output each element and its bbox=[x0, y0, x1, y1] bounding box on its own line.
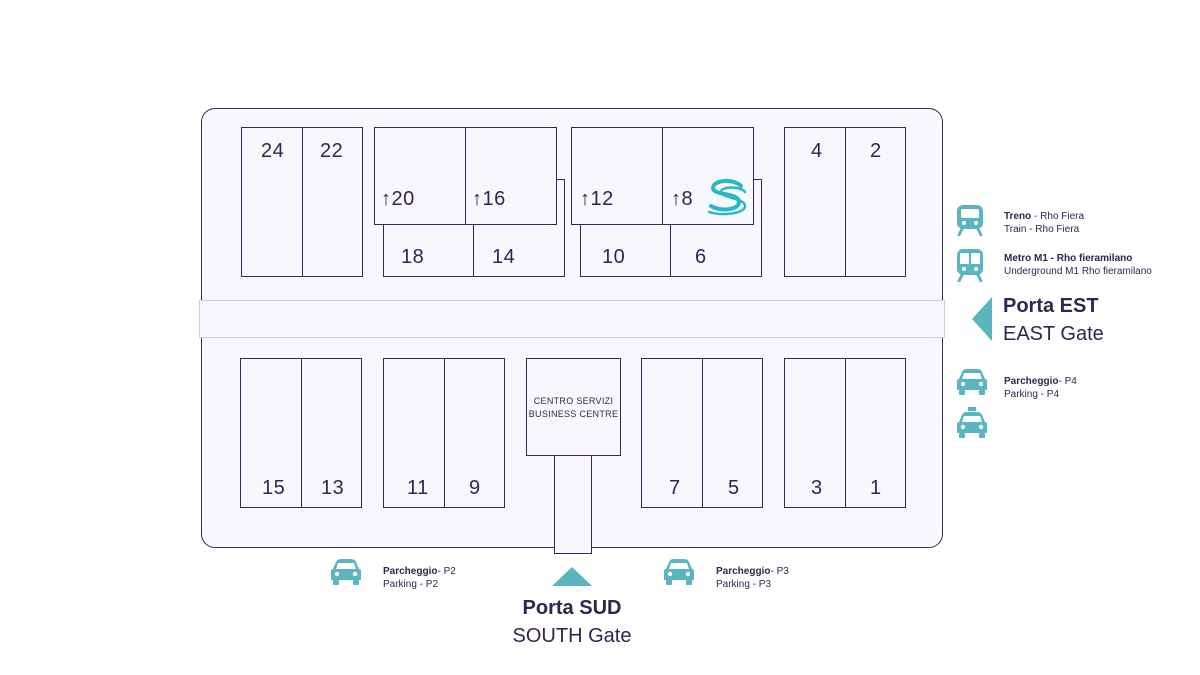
hall-11[interactable]: 11 bbox=[383, 358, 445, 508]
metro-title: Metro M1 - Rho fieramilano bbox=[1004, 253, 1133, 264]
parking-p4-title: Parcheggio bbox=[1004, 376, 1059, 387]
hall-12[interactable]: ↑12 bbox=[571, 127, 663, 225]
hall-14-label: 14 bbox=[492, 246, 516, 268]
hall-20[interactable]: ↑20 bbox=[374, 127, 466, 225]
hall-24[interactable]: 24 bbox=[241, 127, 303, 277]
hall-6-label: 6 bbox=[695, 246, 707, 268]
parking-p4-en: Parking - P4 bbox=[1004, 389, 1060, 400]
train-icon bbox=[957, 205, 983, 236]
business-centre-label-it: CENTRO SERVIZI bbox=[533, 396, 614, 406]
south-gate[interactable]: Porta SUD SOUTH Gate bbox=[472, 594, 672, 650]
hall-15-label: 15 bbox=[262, 477, 286, 499]
east-gate-en: EAST Gate bbox=[1003, 323, 1104, 345]
hall-9[interactable]: 9 bbox=[444, 358, 505, 508]
hall-2[interactable]: 2 bbox=[845, 127, 906, 277]
car-icon bbox=[957, 369, 987, 395]
hall-20-label: ↑20 bbox=[381, 188, 415, 210]
parking-p2-title: Parcheggio bbox=[383, 566, 438, 577]
hall-15[interactable]: 15 bbox=[240, 358, 302, 508]
hall-9-label: 9 bbox=[469, 477, 481, 499]
train-destination: - Rho Fiera bbox=[1031, 211, 1085, 222]
central-avenue bbox=[199, 300, 945, 338]
train-en: Train - Rho Fiera bbox=[1004, 224, 1080, 235]
hall-11-label: 11 bbox=[407, 477, 429, 499]
hall-13[interactable]: 13 bbox=[301, 358, 362, 508]
south-access-road bbox=[554, 455, 592, 554]
train-info: Treno - Rho Fiera Train - Rho Fiera bbox=[1004, 208, 1084, 236]
car-icon-p2 bbox=[331, 559, 361, 585]
car-icon-p3 bbox=[664, 559, 694, 585]
parking-p2-suffix: - P2 bbox=[437, 566, 456, 577]
parking-p3-title: Parcheggio bbox=[716, 566, 771, 577]
business-centre[interactable]: CENTRO SERVIZI BUSINESS CENTRE bbox=[526, 358, 621, 456]
east-gate[interactable]: Porta EST EAST Gate bbox=[1003, 292, 1104, 348]
hall-7[interactable]: 7 bbox=[641, 358, 703, 508]
parking-p3-en: Parking - P3 bbox=[716, 579, 772, 590]
hall-5[interactable]: 5 bbox=[702, 358, 763, 508]
hall-13-label: 13 bbox=[321, 477, 345, 499]
hall-1[interactable]: 1 bbox=[845, 358, 906, 508]
south-gate-en: SOUTH Gate bbox=[512, 625, 632, 647]
hall-16-label: ↑16 bbox=[472, 188, 506, 210]
metro-en: Underground M1 Rho fieramilano bbox=[1004, 266, 1152, 277]
train-title: Treno bbox=[1004, 211, 1032, 222]
metro-icon bbox=[957, 249, 983, 282]
parking-p4-info: Parcheggio- P4 Parking - P4 bbox=[1004, 373, 1077, 401]
hall-8[interactable]: ↑8 bbox=[662, 127, 754, 225]
hall-8-label: ↑8 bbox=[671, 188, 694, 210]
east-gate-it: Porta EST bbox=[1003, 295, 1099, 317]
arrow-up-icon[interactable] bbox=[552, 567, 592, 587]
hall-22-label: 22 bbox=[320, 140, 344, 162]
hall-2-label: 2 bbox=[870, 140, 882, 162]
hall-18-label: 18 bbox=[401, 246, 425, 268]
hall-10-label: 10 bbox=[602, 246, 626, 268]
parking-p2-en: Parking - P2 bbox=[383, 579, 439, 590]
hall-4[interactable]: 4 bbox=[784, 127, 846, 277]
parking-p3-info: Parcheggio- P3 Parking - P3 bbox=[716, 563, 789, 591]
hall-12-label: ↑12 bbox=[580, 188, 614, 210]
hall-16[interactable]: ↑16 bbox=[465, 127, 557, 225]
parking-p4-suffix: - P4 bbox=[1058, 376, 1077, 387]
parking-p2-info: Parcheggio- P2 Parking - P2 bbox=[383, 563, 456, 591]
hall-24-label: 24 bbox=[261, 140, 285, 162]
hall-5-label: 5 bbox=[728, 477, 740, 499]
hall-22[interactable]: 22 bbox=[302, 127, 363, 277]
arrow-left-icon[interactable] bbox=[972, 297, 992, 341]
exhibitor-logo bbox=[707, 179, 747, 216]
hall-3[interactable]: 3 bbox=[784, 358, 846, 508]
business-centre-label-en: BUSINESS CENTRE bbox=[528, 409, 619, 419]
hall-3-label: 3 bbox=[811, 477, 823, 499]
hall-4-label: 4 bbox=[811, 140, 823, 162]
south-gate-it: Porta SUD bbox=[522, 597, 622, 619]
parking-p3-suffix: - P3 bbox=[770, 566, 789, 577]
metro-info: Metro M1 - Rho fieramilano Underground M… bbox=[1004, 252, 1152, 278]
hall-1-label: 1 bbox=[870, 477, 882, 499]
hall-7-label: 7 bbox=[669, 477, 681, 499]
taxi-icon bbox=[957, 407, 987, 438]
